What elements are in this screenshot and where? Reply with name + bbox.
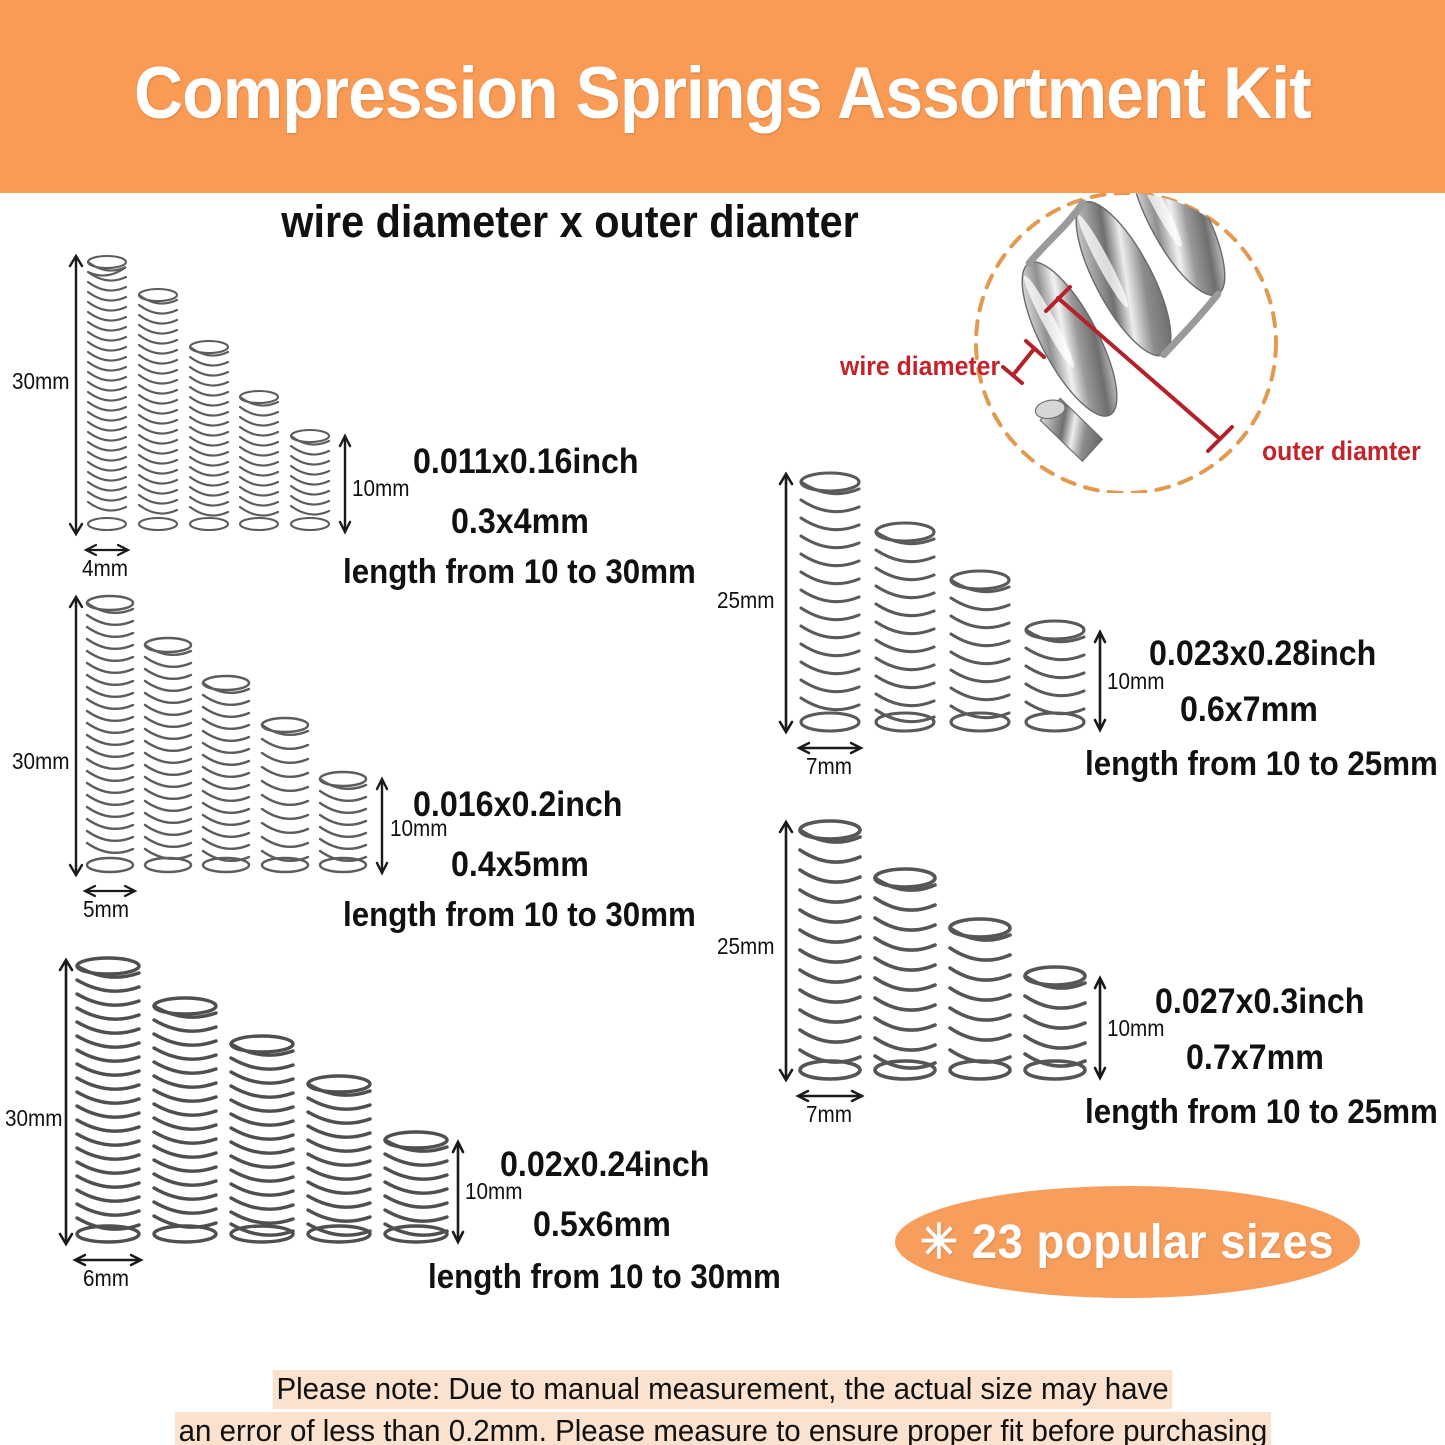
popular-sizes-badge-label: ✳ 23 popular sizes	[920, 1216, 1335, 1269]
spec-inch: 0.011x0.16inch	[413, 442, 639, 481]
short-dimension-line	[451, 1139, 465, 1245]
height-label: 25mm	[717, 933, 775, 959]
spec-mm: 0.7x7mm	[1186, 1038, 1324, 1077]
spring-illustrations	[68, 253, 352, 557]
spring-group-0-4x5: 30mm 5mm 10mm 0.016x0.2inch 0.4x5mm leng…	[0, 583, 720, 934]
width-dimension-line	[795, 1089, 865, 1103]
subtitle: wire diameter x outer diamter	[281, 196, 859, 247]
spring-1	[798, 819, 862, 1081]
spring-4	[238, 389, 280, 532]
spec-mm: 0.3x4mm	[451, 502, 589, 541]
spring-group-0-6x7: 25mm 7mm 10mm 0.023x0.28inch 0.6x7mm len…	[717, 462, 1445, 783]
disclaimer-line-1: Please note: Due to manual measurement, …	[272, 1370, 1173, 1409]
callout-spring-closeup	[1021, 193, 1226, 463]
wire-diameter-label: wire diameter	[840, 351, 1001, 381]
spring-3	[948, 917, 1012, 1081]
short-label: 10mm	[390, 815, 448, 841]
spring-2	[152, 996, 218, 1244]
outer-diameter-measure-line	[1044, 285, 1234, 453]
height-dimension-line	[68, 253, 84, 537]
height-dimension-line	[58, 957, 74, 1247]
spec-length: length from 10 to 30mm	[343, 896, 696, 934]
spec-inch: 0.023x0.28inch	[1149, 634, 1377, 673]
short-dimension-line	[1093, 629, 1107, 733]
height-label: 30mm	[5, 1105, 63, 1131]
width-label: 5mm	[83, 896, 130, 922]
spring-4	[306, 1074, 372, 1244]
height-label: 30mm	[12, 748, 70, 774]
spec-mm: 0.6x7mm	[1180, 690, 1318, 729]
disclaimer-line-2: an error of less than 0.2mm. Please meas…	[174, 1411, 1271, 1445]
detail-callout-illustration	[974, 191, 1278, 495]
spring-1	[799, 471, 861, 733]
spring-group-0-7x7: 25mm 7mm 10mm 0.027x0.3inch 0.7x7mm leng…	[717, 810, 1445, 1131]
width-label: 7mm	[806, 1101, 853, 1127]
spec-length: length from 10 to 30mm	[343, 553, 696, 591]
height-dimension-line	[778, 819, 794, 1083]
short-label: 10mm	[352, 475, 410, 501]
height-dimension-line	[68, 594, 84, 878]
width-label: 4mm	[82, 555, 129, 581]
short-dimension-line	[1093, 975, 1107, 1081]
spring-illustrations	[778, 819, 1107, 1103]
spec-mm: 0.4x5mm	[451, 845, 589, 884]
short-dimension-line	[338, 433, 352, 535]
page-title: Compression Springs Assortment Kit	[134, 53, 1312, 134]
short-label: 10mm	[1107, 1015, 1165, 1041]
spring-4	[1024, 619, 1086, 733]
spring-5	[318, 770, 368, 874]
spring-2	[873, 867, 937, 1081]
spec-inch: 0.027x0.3inch	[1155, 982, 1365, 1021]
outer-diameter-label: outer diamter	[1262, 436, 1421, 466]
wire-diameter-measure-line	[1001, 339, 1046, 385]
width-dimension-line	[82, 884, 138, 898]
disclaimer-note: Please note: Due to manual measurement, …	[0, 1370, 1445, 1445]
short-label: 10mm	[465, 1178, 523, 1204]
spring-4	[1023, 965, 1087, 1081]
spring-2	[874, 521, 936, 733]
spring-2	[137, 287, 179, 532]
spring-group-0-5x6: 30mm 6mm 10mm 0.02x0.24inch 0.5x6mm leng…	[0, 940, 800, 1300]
width-label: 6mm	[83, 1265, 130, 1291]
spring-3	[188, 339, 230, 532]
spec-inch: 0.016x0.2inch	[413, 785, 623, 824]
spring-illustrations	[58, 956, 465, 1267]
short-label: 10mm	[1107, 668, 1165, 694]
width-label: 7mm	[806, 753, 853, 779]
width-dimension-line	[796, 741, 864, 755]
spring-illustrations	[68, 594, 389, 898]
spring-1	[85, 594, 135, 874]
header-banner	[0, 0, 1445, 193]
spring-4	[260, 716, 310, 874]
height-label: 30mm	[12, 368, 70, 394]
spring-5	[383, 1130, 449, 1244]
height-label: 25mm	[717, 587, 775, 613]
spring-group-0-3x4: 30mm 4mm 10mm 0.011x0.16inch 0.3x4mm len…	[0, 250, 720, 591]
detail-callout: wire diameter outer diamter	[840, 191, 1438, 495]
spring-3	[229, 1034, 295, 1244]
width-dimension-line	[83, 543, 131, 557]
spring-3	[949, 569, 1011, 733]
short-dimension-line	[375, 776, 389, 876]
width-dimension-line	[72, 1253, 144, 1267]
spring-illustrations	[778, 471, 1107, 755]
height-dimension-line	[778, 471, 794, 735]
spring-2	[143, 636, 193, 874]
popular-sizes-badge: ✳ 23 popular sizes	[895, 1186, 1360, 1298]
spring-3	[201, 674, 251, 874]
spec-length: length from 10 to 30mm	[428, 1258, 781, 1296]
spec-length: length from 10 to 25mm	[1085, 745, 1438, 783]
spring-5	[289, 428, 331, 532]
spec-mm: 0.5x6mm	[533, 1205, 671, 1244]
spec-inch: 0.02x0.24inch	[500, 1145, 710, 1184]
spec-length: length from 10 to 25mm	[1085, 1093, 1438, 1131]
callout-circle-border	[974, 191, 1278, 495]
spring-1	[86, 254, 128, 532]
spring-1	[75, 956, 141, 1244]
